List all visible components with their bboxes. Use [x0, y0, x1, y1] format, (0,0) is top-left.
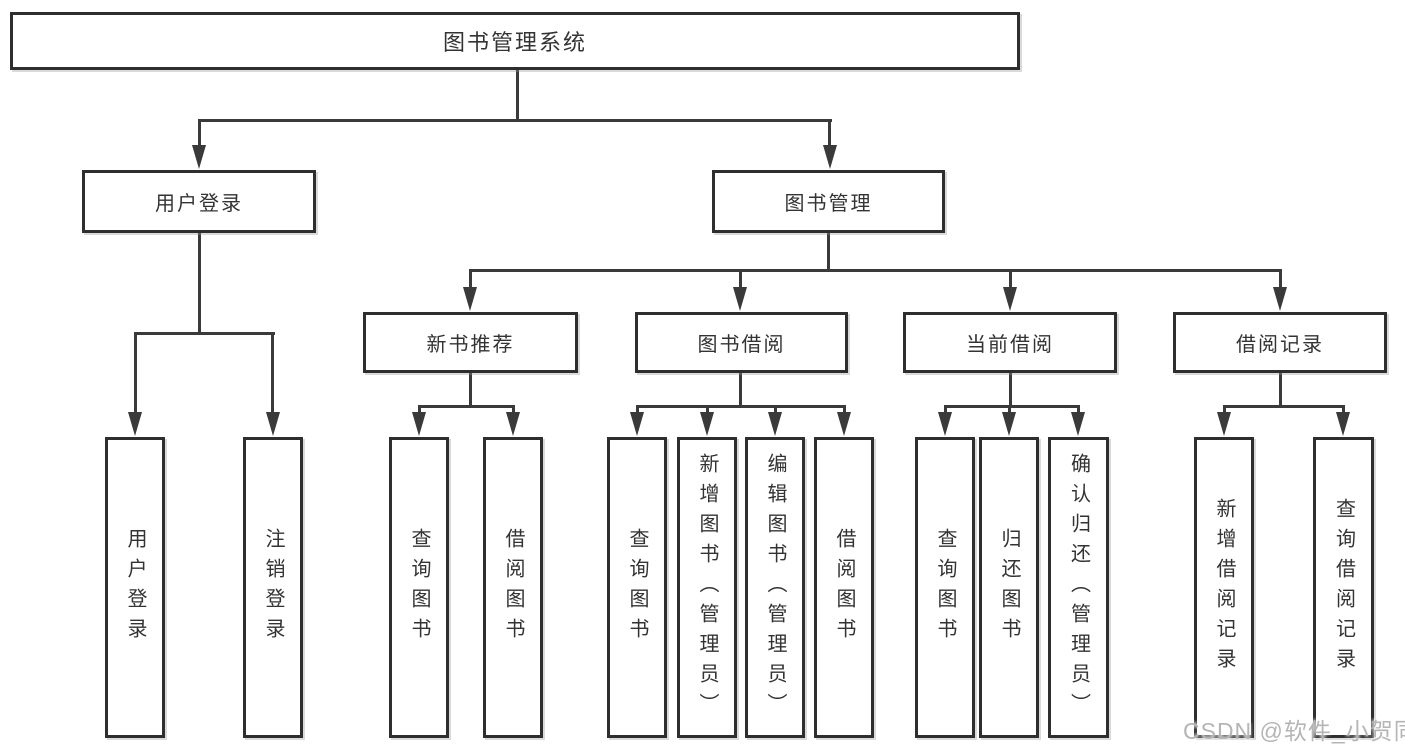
connector-arrowhead — [506, 412, 520, 436]
node-new-book-recommend: 新书推荐 — [363, 312, 578, 373]
leaf-current-return-books-label: 归还图书 — [998, 527, 1020, 648]
leaf-current-query-books: 查询图书 — [915, 437, 975, 738]
connector-arrowhead — [630, 412, 644, 436]
connector-arrowhead — [1002, 412, 1016, 436]
leaf-current-query-books-label: 查询图书 — [934, 527, 956, 648]
connector-vline — [774, 405, 777, 415]
leaf-user-login: 用户登录 — [105, 437, 165, 738]
connector-vline — [1342, 405, 1345, 415]
connector-vline — [739, 371, 742, 408]
connector-hline — [469, 269, 1282, 272]
connector-vline — [1008, 405, 1011, 415]
connector-arrowhead — [463, 287, 477, 311]
connector-hline — [1223, 405, 1345, 408]
leaf-records-query-record-label: 查询借阅记录 — [1332, 497, 1355, 678]
leaf-records-query-record: 查询借阅记录 — [1313, 437, 1374, 738]
connector-vline — [271, 332, 274, 414]
leaf-newrec-borrow-books: 借阅图书 — [483, 437, 543, 738]
connector-arrowhead — [733, 287, 747, 311]
connector-vline — [1279, 269, 1282, 291]
connector-vline — [198, 119, 201, 149]
leaf-borrow-query-books: 查询图书 — [607, 437, 667, 738]
connector-hline — [134, 332, 275, 335]
connector-vline — [516, 69, 519, 120]
leaf-borrow-borrow-books: 借阅图书 — [814, 437, 874, 738]
connector-vline — [1009, 371, 1012, 408]
node-book-management-label: 图书管理 — [784, 193, 873, 215]
connector-vline — [1279, 371, 1282, 408]
connector-vline — [944, 405, 947, 415]
leaf-records-add-record: 新增借阅记录 — [1194, 437, 1254, 738]
connector-vline — [706, 405, 709, 415]
node-book-borrow-label: 图书借阅 — [697, 334, 786, 356]
leaf-newrec-query-books-label: 查询图书 — [408, 527, 430, 648]
connector-vline — [469, 371, 472, 408]
connector-arrowhead — [1217, 412, 1231, 436]
connector-vline — [198, 232, 201, 334]
leaf-logout-label: 注销登录 — [262, 527, 284, 648]
connector-vline — [739, 269, 742, 291]
connector-hline — [198, 119, 832, 122]
connector-arrowhead — [1071, 412, 1085, 436]
connector-arrowhead — [128, 412, 142, 436]
node-current-borrow-label: 当前借阅 — [966, 334, 1054, 356]
connector-arrowhead — [938, 412, 952, 436]
connector-arrowhead — [1273, 287, 1287, 311]
leaf-borrow-add-books-admin-label: 新增图书（管理员） — [696, 452, 718, 723]
connector-vline — [512, 405, 515, 415]
connector-hline — [418, 405, 515, 408]
leaf-borrow-edit-books-admin: 编辑图书（管理员） — [745, 437, 805, 738]
node-borrow-records: 借阅记录 — [1173, 312, 1387, 373]
connector-vline — [1077, 405, 1080, 415]
connector-hline — [636, 405, 846, 408]
connector-vline — [418, 405, 421, 415]
leaf-current-confirm-return-admin-label: 确认归还（管理员） — [1067, 452, 1090, 723]
leaf-user-login-label: 用户登录 — [124, 527, 146, 648]
node-user-login: 用户登录 — [82, 170, 316, 233]
leaf-current-confirm-return-admin: 确认归还（管理员） — [1048, 437, 1109, 738]
connector-hline — [944, 405, 1080, 408]
connector-arrowhead — [823, 145, 837, 169]
connector-vline — [828, 119, 831, 149]
connector-vline — [134, 332, 137, 414]
node-book-borrow: 图书借阅 — [635, 312, 848, 373]
connector-arrowhead — [1003, 287, 1017, 311]
leaf-borrow-add-books-admin: 新增图书（管理员） — [677, 437, 737, 738]
leaf-borrow-borrow-books-label: 借阅图书 — [833, 527, 855, 648]
node-current-borrow: 当前借阅 — [903, 312, 1117, 373]
connector-arrowhead — [412, 412, 426, 436]
watermark: CSDN @软件_小贺同学 — [1183, 718, 1405, 744]
leaf-newrec-query-books: 查询图书 — [389, 437, 449, 738]
connector-arrowhead — [266, 412, 280, 436]
node-book-management: 图书管理 — [712, 170, 945, 233]
node-root-label: 图书管理系统 — [442, 30, 587, 55]
node-new-book-recommend-label: 新书推荐 — [426, 334, 515, 356]
connector-vline — [827, 232, 830, 271]
connector-arrowhead — [192, 145, 206, 169]
connector-arrowhead — [768, 412, 782, 436]
node-borrow-records-label: 借阅记录 — [1236, 334, 1324, 356]
leaf-borrow-edit-books-admin-label: 编辑图书（管理员） — [764, 452, 786, 723]
leaf-borrow-query-books-label: 查询图书 — [626, 527, 648, 648]
leaf-newrec-borrow-books-label: 借阅图书 — [502, 527, 524, 648]
connector-vline — [636, 405, 639, 415]
connector-vline — [1223, 405, 1226, 415]
connector-arrowhead — [837, 412, 851, 436]
node-root: 图书管理系统 — [10, 12, 1020, 70]
leaf-current-return-books: 归还图书 — [979, 437, 1039, 738]
connector-arrowhead — [1336, 412, 1350, 436]
leaf-logout: 注销登录 — [243, 437, 303, 738]
connector-vline — [843, 405, 846, 415]
connector-arrowhead — [700, 412, 714, 436]
leaf-records-add-record-label: 新增借阅记录 — [1213, 497, 1235, 678]
connector-vline — [1009, 269, 1012, 291]
connector-vline — [469, 269, 472, 291]
node-user-login-label: 用户登录 — [155, 193, 243, 215]
